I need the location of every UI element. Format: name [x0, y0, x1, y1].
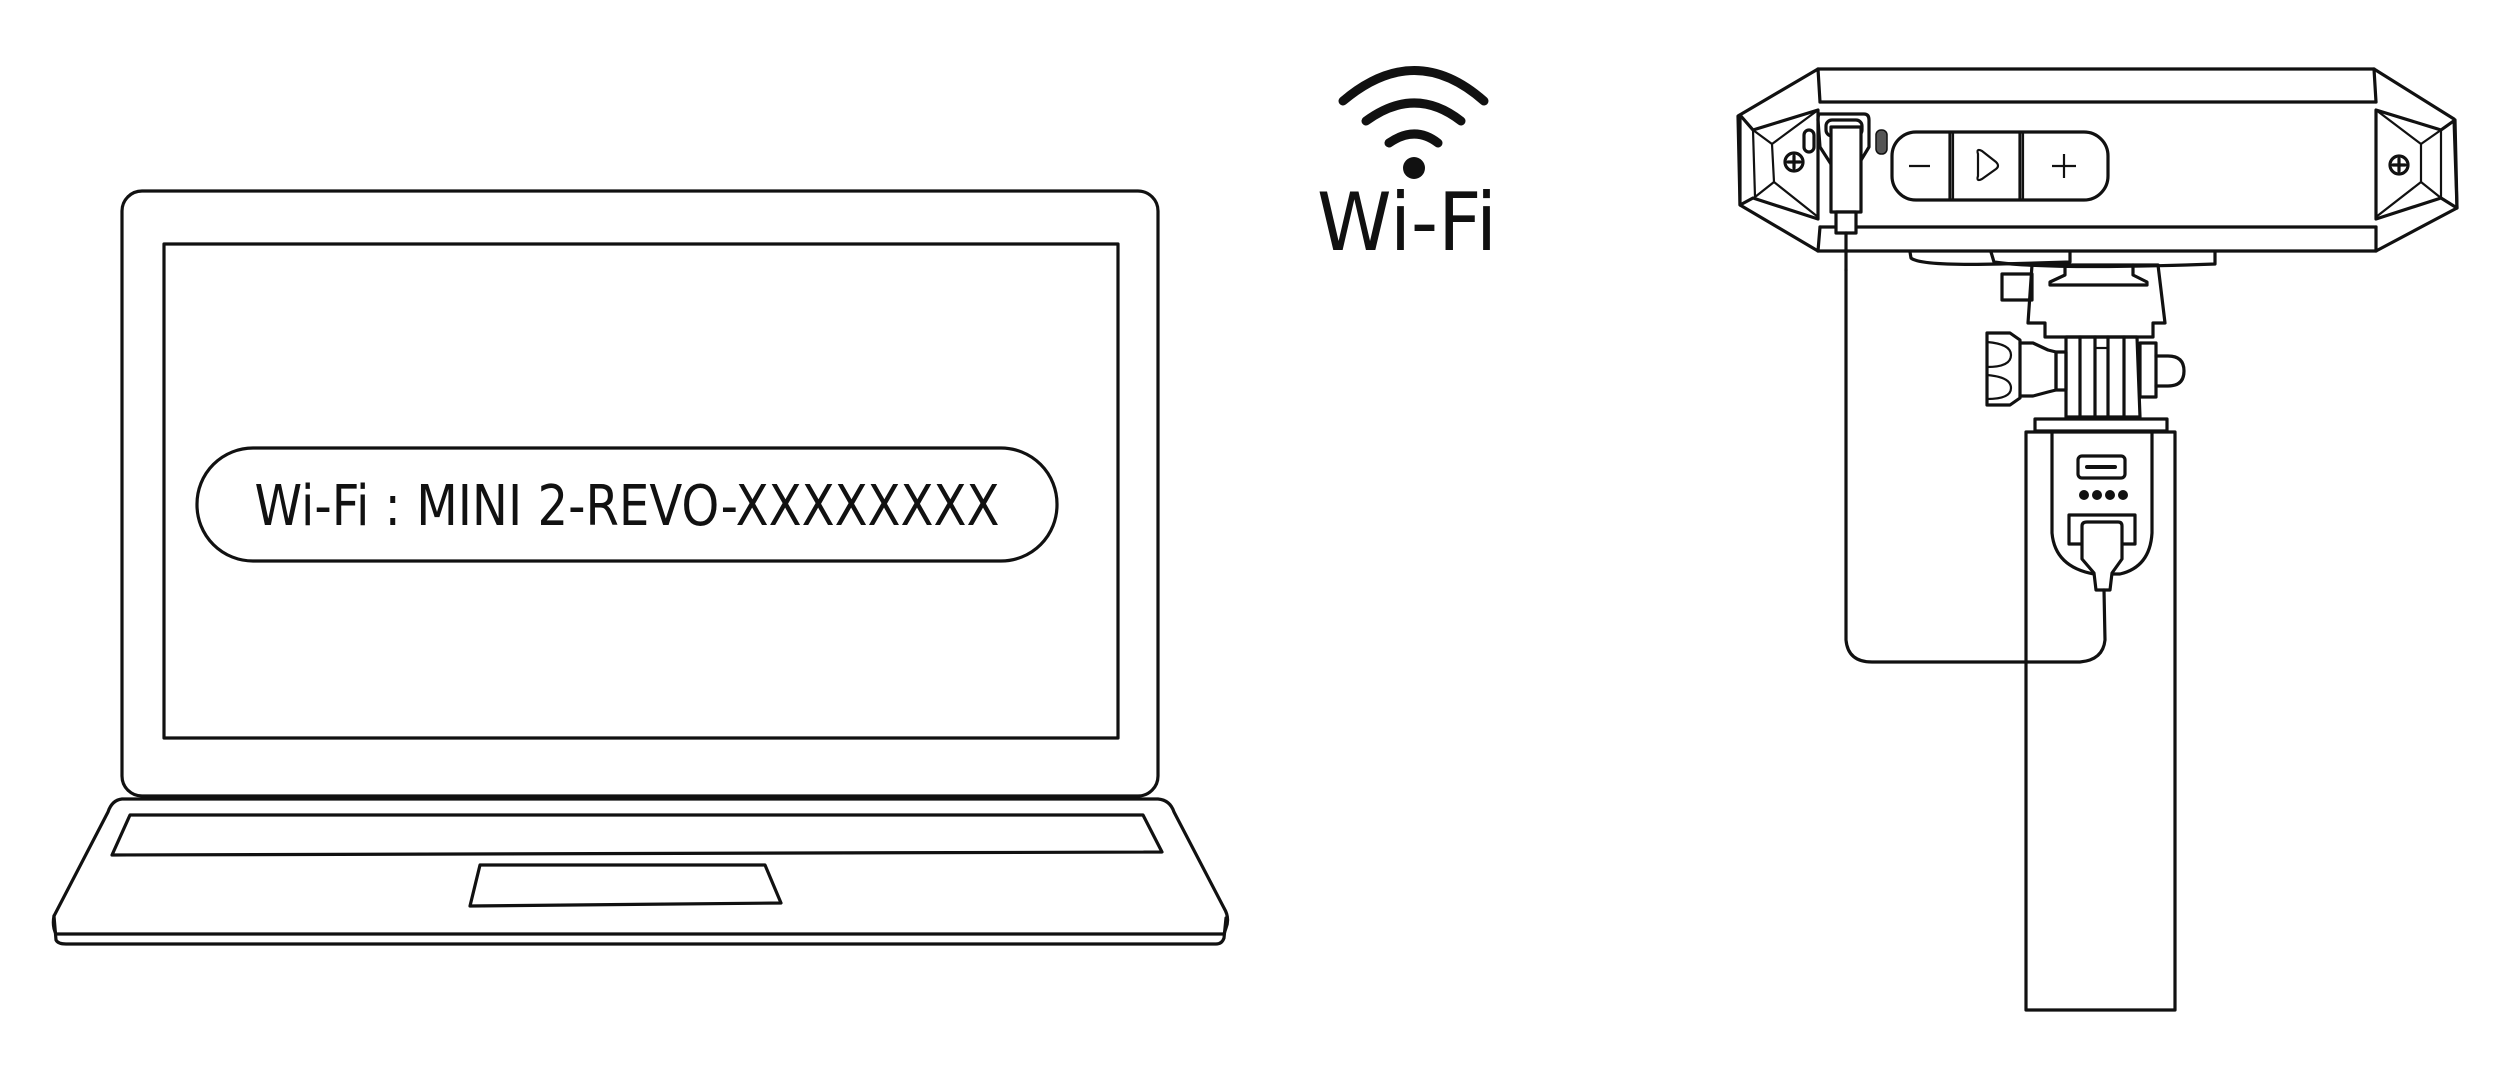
laptop-trackpad — [468, 863, 783, 908]
laptop-screen — [162, 242, 1120, 740]
wifi-network-name: Wi-Fi : MINI 2-REVO-XXXXXXXX — [255, 474, 1000, 539]
status-led — [1875, 129, 1888, 155]
wifi-label: Wi-Fi — [1317, 176, 1497, 269]
laptop: Wi-Fi : MINI 2-REVO-XXXXXXXX — [51, 189, 1230, 946]
wifi-icon — [1338, 66, 1489, 179]
battery-led-icon — [2079, 490, 2128, 500]
laptop-base-edge — [52, 914, 1228, 946]
screw-icon — [2388, 154, 2410, 176]
handle-usb-port — [2076, 454, 2127, 480]
laptop-lid — [120, 189, 1160, 798]
mic-hole — [1802, 128, 1816, 154]
laptop-keyboard — [110, 813, 1164, 857]
plus-icon — [2052, 154, 2076, 178]
camera-device — [1736, 67, 2459, 1012]
play-icon — [1976, 148, 2000, 182]
usb-cable — [1844, 268, 2107, 664]
wifi-name-pill — [195, 446, 1059, 563]
screw-icon — [1783, 151, 1805, 173]
control-buttons — [1890, 130, 2110, 202]
handle-grip — [2024, 430, 2177, 1012]
